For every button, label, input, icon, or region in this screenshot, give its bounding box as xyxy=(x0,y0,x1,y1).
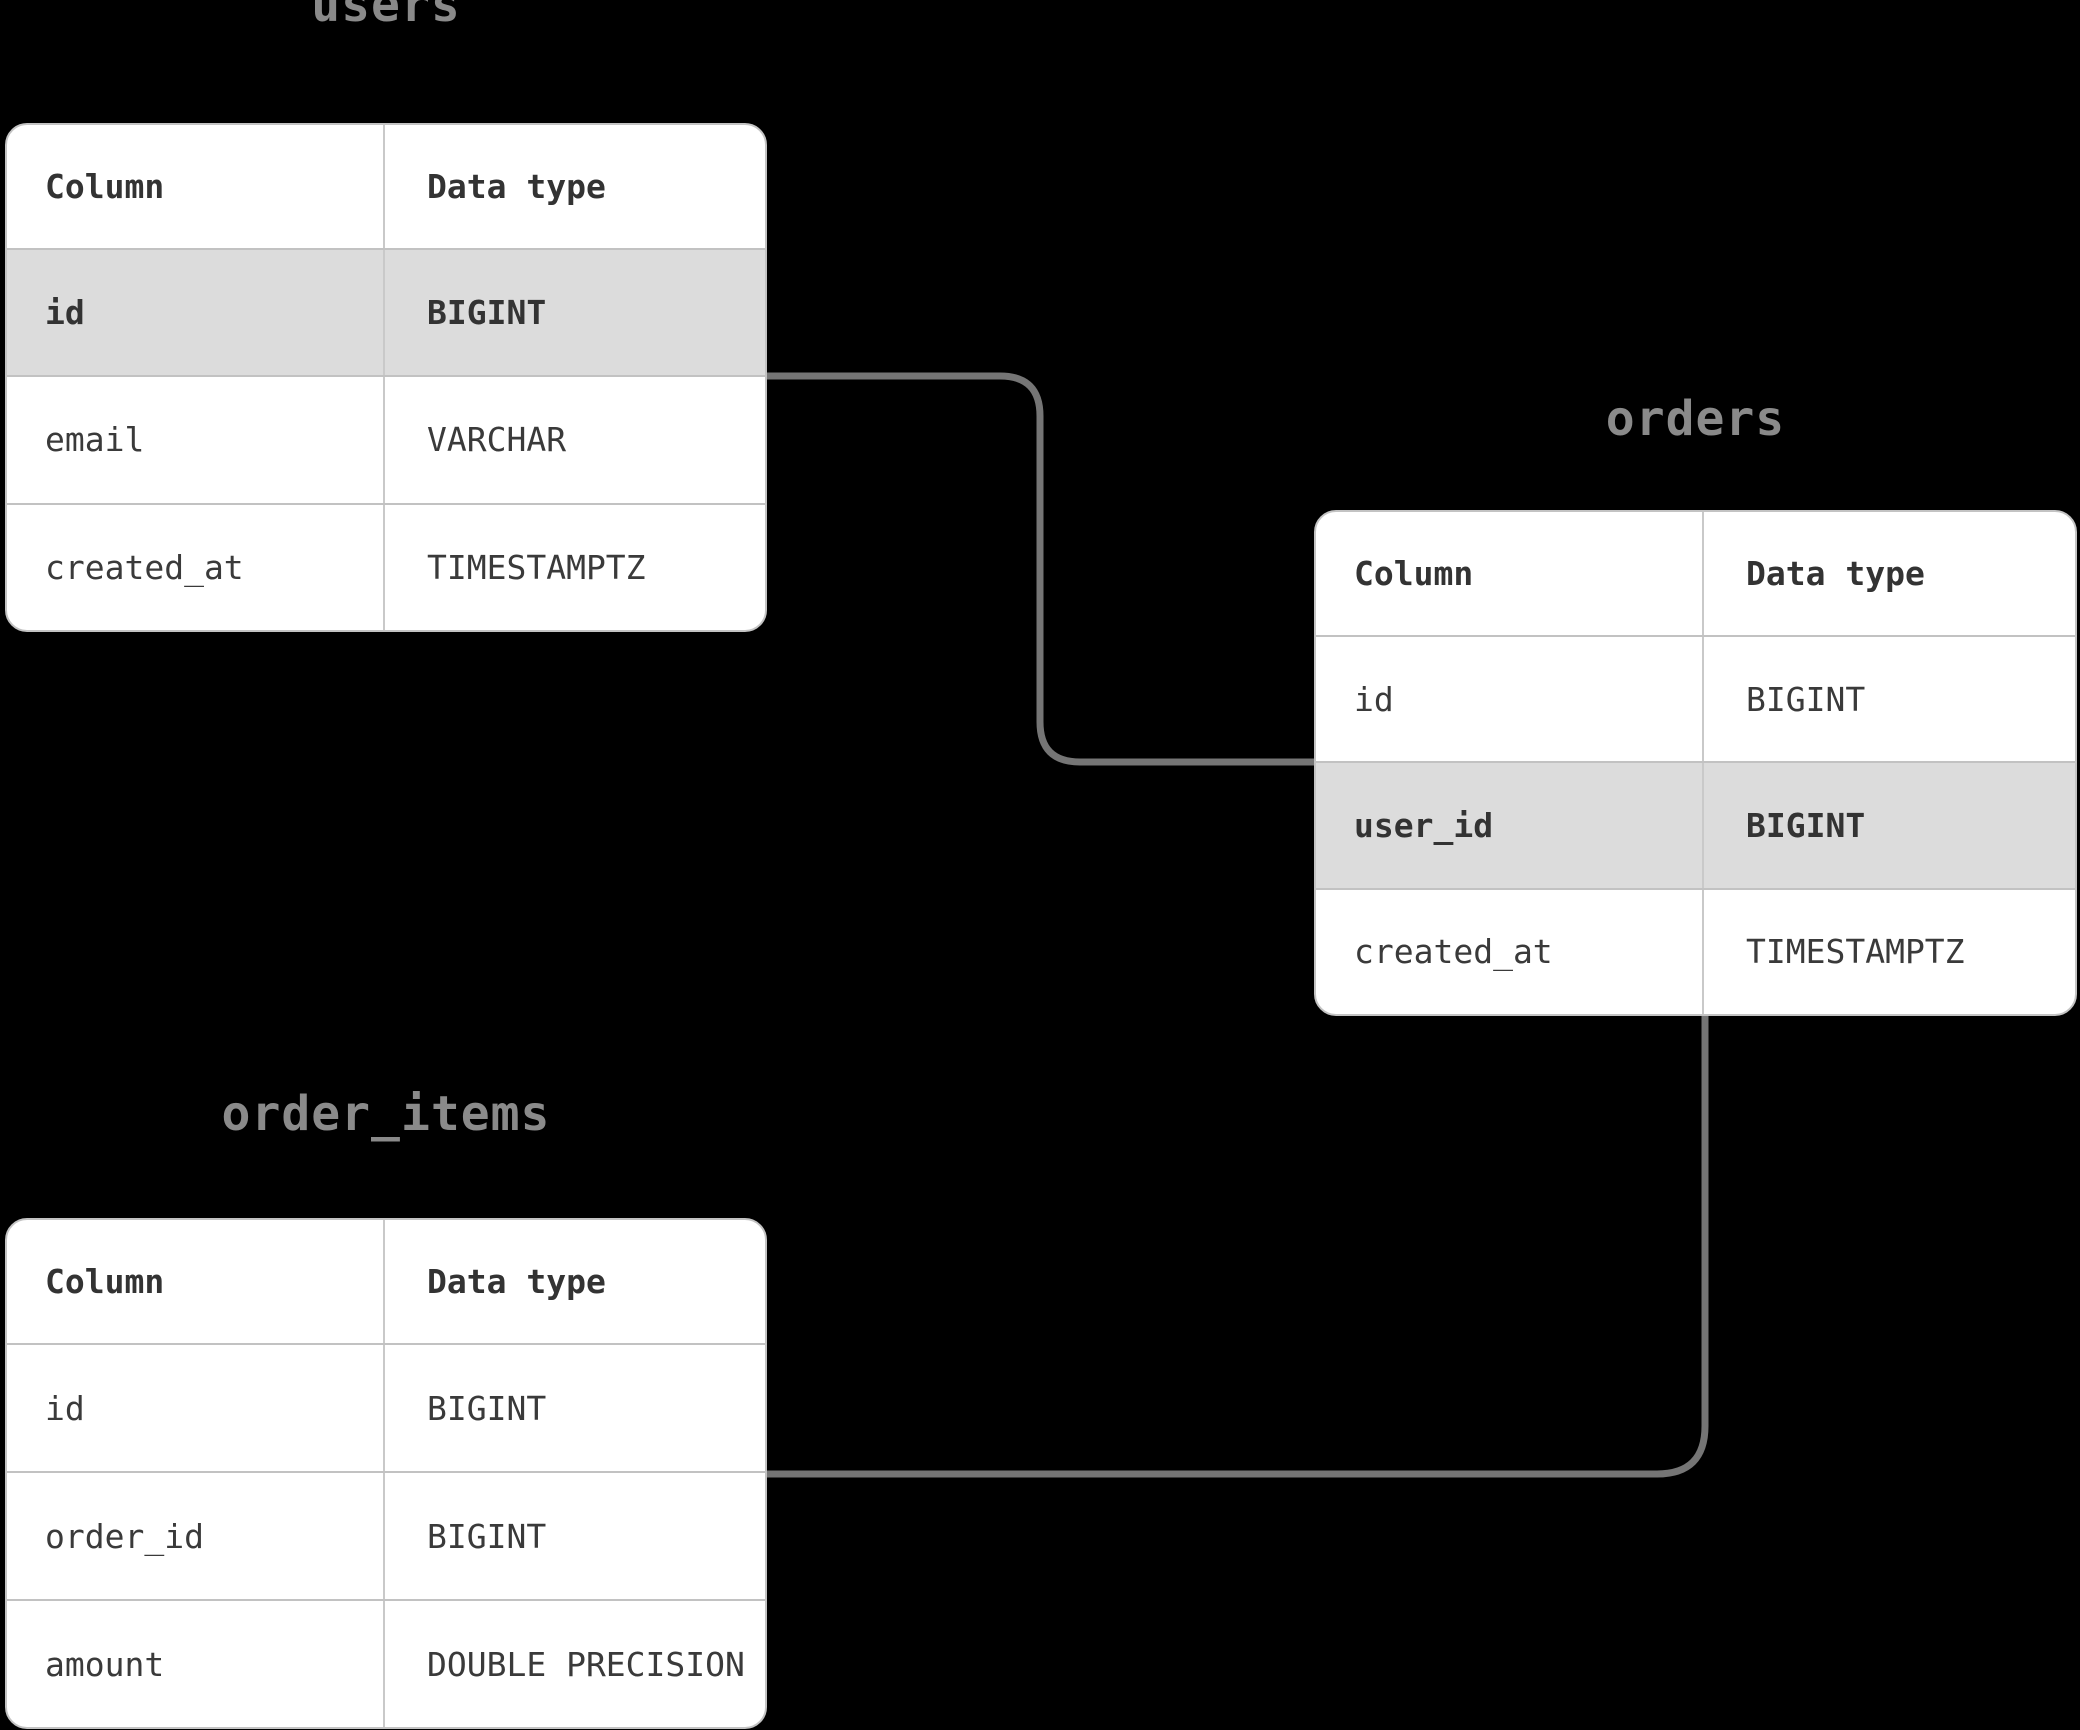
column-name-cell: email xyxy=(7,377,385,503)
table-orders: Column Data type id BIGINT user_id BIGIN… xyxy=(1314,510,2077,1016)
table-users: Column Data type id BIGINT email VARCHAR… xyxy=(5,123,767,632)
datatype-header: Data type xyxy=(427,167,606,206)
datatype-cell: TIMESTAMPTZ xyxy=(427,547,646,587)
table-header-row: Column Data type xyxy=(1316,512,2075,635)
relationship-orders-order-items xyxy=(765,1014,1709,1478)
column-name-cell: created_at xyxy=(1316,889,1704,1014)
column-name-cell: id xyxy=(1316,637,1704,762)
table-row: created_at TIMESTAMPTZ xyxy=(7,502,765,630)
column-name-cell: order_id xyxy=(7,1473,385,1599)
datatype-cell: BIGINT xyxy=(427,1388,547,1428)
relationship-users-orders xyxy=(765,372,1316,766)
datatype-cell: DOUBLE PRECISION xyxy=(427,1644,745,1684)
datatype-cell: BIGINT xyxy=(1746,679,1866,719)
column-name-cell: user_id xyxy=(1316,763,1704,888)
table-title-users: users xyxy=(311,0,461,33)
table-title-orders: orders xyxy=(1605,391,1786,447)
table-row: order_id BIGINT xyxy=(7,1471,765,1599)
table-row: id BIGINT xyxy=(7,1343,765,1471)
table-row: created_at TIMESTAMPTZ xyxy=(1316,887,2075,1014)
datatype-cell: BIGINT xyxy=(427,293,547,333)
column-name-cell: id xyxy=(7,250,385,376)
table-row: user_id BIGINT xyxy=(1316,761,2075,888)
column-name-cell: created_at xyxy=(7,504,385,630)
column-header: Column xyxy=(7,125,385,248)
table-header-row: Column Data type xyxy=(7,125,765,248)
column-name-cell: amount xyxy=(7,1601,385,1727)
column-header: Column xyxy=(7,1220,385,1343)
datatype-cell: VARCHAR xyxy=(427,420,567,460)
table-header-row: Column Data type xyxy=(7,1220,765,1343)
column-name-cell: id xyxy=(7,1345,385,1471)
table-row: email VARCHAR xyxy=(7,375,765,503)
datatype-cell: BIGINT xyxy=(427,1516,547,1556)
table-order-items: Column Data type id BIGINT order_id BIGI… xyxy=(5,1218,767,1729)
table-title-order-items: order_items xyxy=(221,1086,551,1142)
datatype-header: Data type xyxy=(1746,554,1925,593)
datatype-cell: BIGINT xyxy=(1746,805,1866,845)
table-row: id BIGINT xyxy=(7,248,765,376)
column-header: Column xyxy=(1316,512,1704,635)
table-row: amount DOUBLE PRECISION xyxy=(7,1599,765,1727)
table-row: id BIGINT xyxy=(1316,635,2075,762)
datatype-cell: TIMESTAMPTZ xyxy=(1746,932,1965,972)
datatype-header: Data type xyxy=(427,1262,606,1301)
